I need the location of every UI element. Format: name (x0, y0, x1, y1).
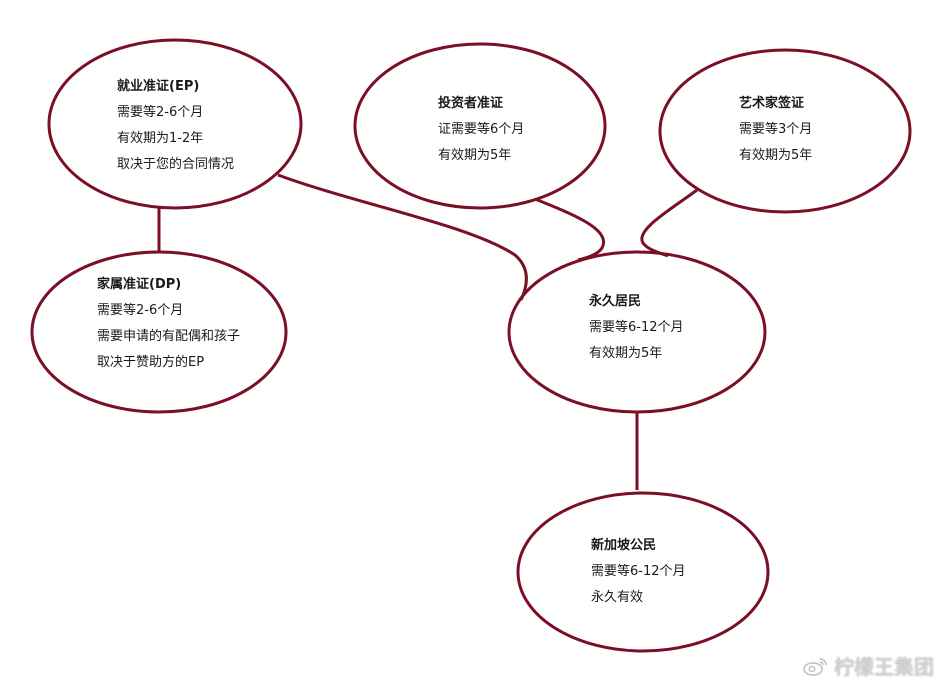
node-pr-line: 需要等6-12个月 (589, 320, 684, 335)
node-investor-line: 证需要等6个月 (438, 122, 525, 137)
node-investor: 投资者准证 证需要等6个月 有效期为5年 (438, 91, 524, 169)
node-dp-line: 取决于赞助方的EP (97, 355, 205, 370)
node-artist-line: 需要等3个月 (739, 122, 813, 137)
node-pr-line: 有效期为5年 (589, 346, 663, 361)
node-ep-title: 就业准证(EP) (117, 79, 200, 94)
watermark: 柠檬王集团 (802, 651, 934, 680)
node-ep-line: 有效期为1-2年 (117, 131, 204, 146)
node-investor-title: 投资者准证 (438, 96, 504, 111)
node-pr-shape (507, 250, 767, 414)
node-citizen-title: 新加坡公民 (591, 538, 657, 553)
node-artist-title: 艺术家签证 (739, 96, 805, 111)
node-investor-line: 有效期为5年 (438, 148, 512, 163)
weibo-icon (803, 657, 827, 676)
node-ep-line: 取决于您的合同情况 (117, 157, 235, 172)
node-citizen-line: 永久有效 (591, 590, 644, 605)
edge-artist-pr (640, 188, 698, 258)
node-ep-shape (47, 38, 303, 210)
node-ep-line: 需要等2-6个月 (117, 105, 204, 120)
node-dp-title: 家属准证(DP) (97, 277, 182, 292)
edge-investor-pr (534, 197, 606, 262)
node-citizen: 新加坡公民 需要等6-12个月 永久有效 (591, 533, 686, 611)
node-dp: 家属准证(DP) 需要等2-6个月 需要申请的有配偶和孩子 取决于赞助方的EP (97, 272, 240, 376)
edge-ep-pr (277, 173, 528, 301)
node-artist: 艺术家签证 需要等3个月 有效期为5年 (739, 91, 812, 169)
watermark-text: 柠檬王集团 (834, 655, 934, 679)
node-investor-shape (353, 42, 607, 210)
node-artist-shape (658, 48, 912, 214)
node-artist-line: 有效期为5年 (739, 148, 813, 163)
node-ep: 就业准证(EP) 需要等2-6个月 有效期为1-2年 取决于您的合同情况 (117, 74, 234, 178)
node-dp-line: 需要申请的有配偶和孩子 (97, 329, 241, 344)
node-dp-shape (30, 250, 288, 414)
node-citizen-shape (516, 491, 770, 653)
node-dp-line: 需要等2-6个月 (97, 303, 184, 318)
node-pr-title: 永久居民 (589, 294, 642, 309)
node-pr: 永久居民 需要等6-12个月 有效期为5年 (589, 289, 684, 367)
node-citizen-line: 需要等6-12个月 (591, 564, 686, 579)
